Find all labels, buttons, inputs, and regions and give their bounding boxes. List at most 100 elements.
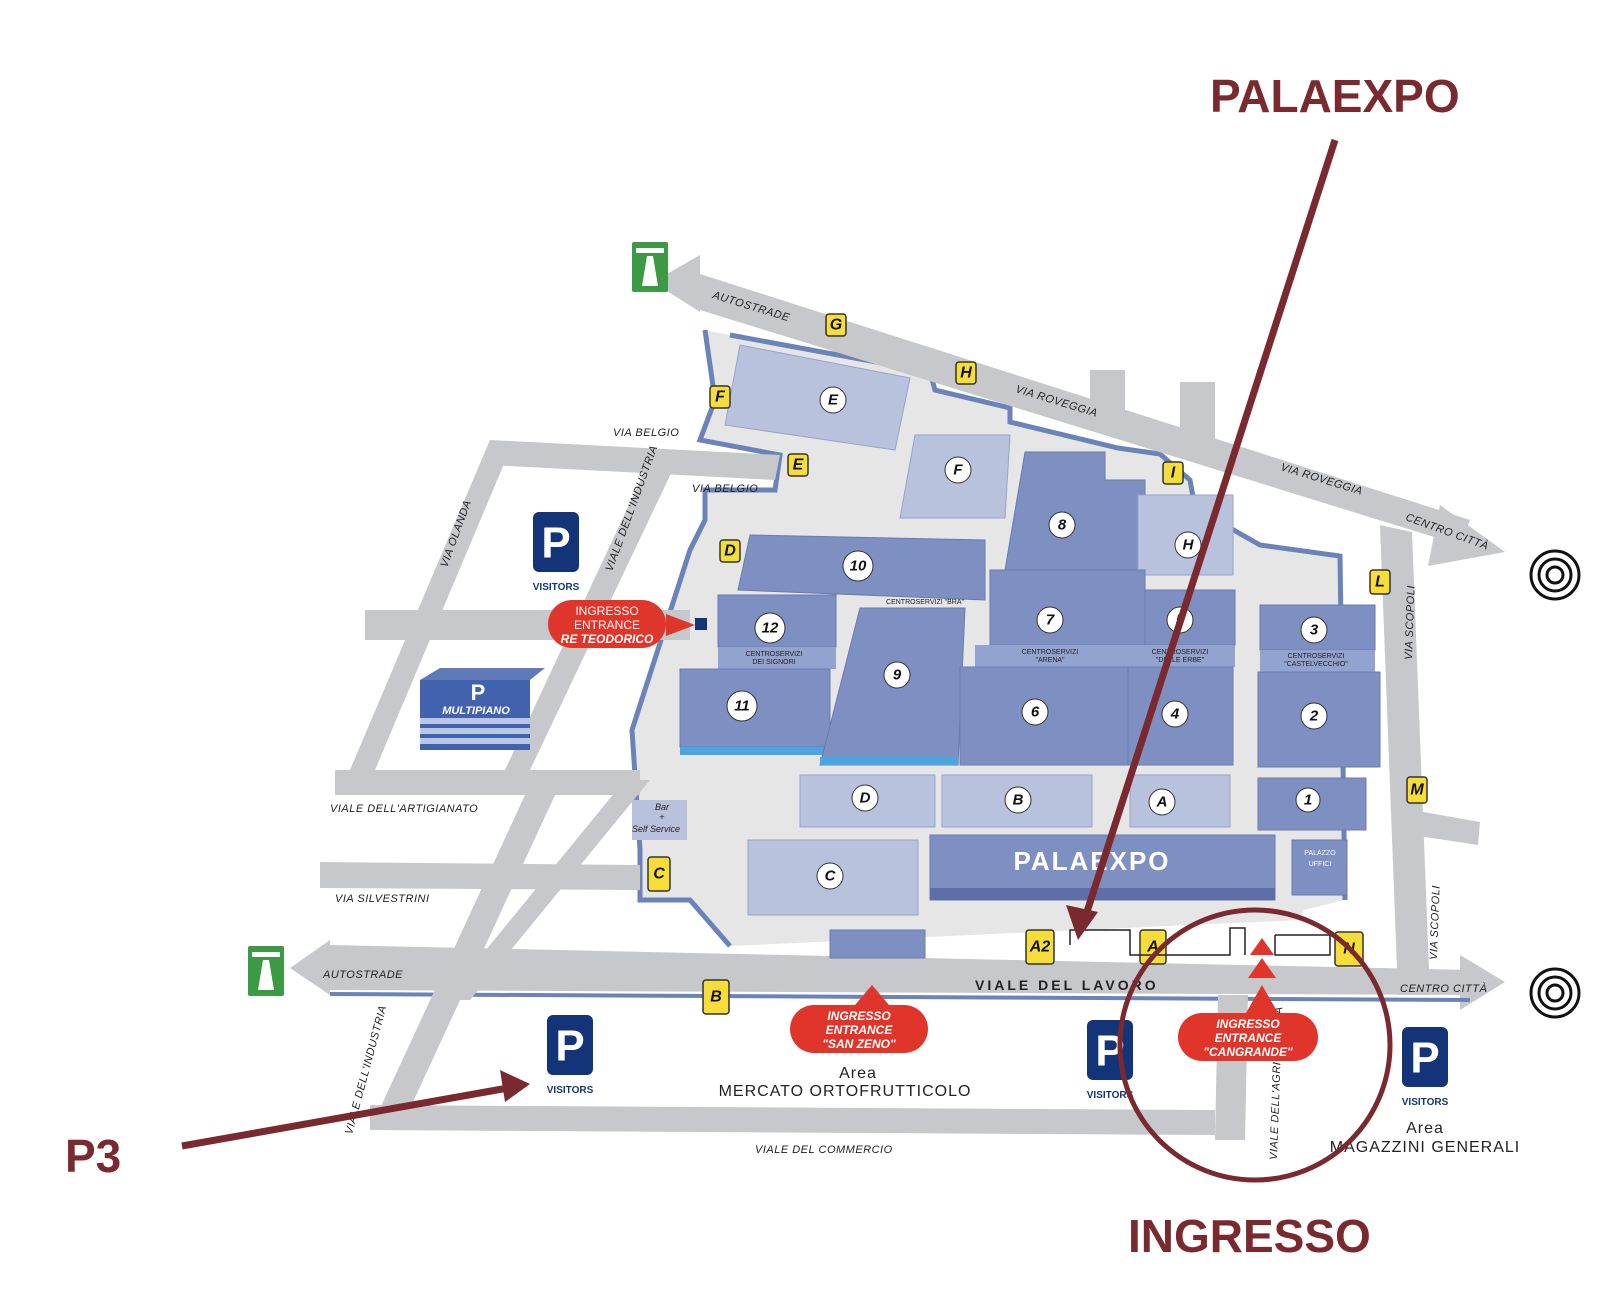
gate-b: B [702,979,730,1015]
hall-a [1129,774,1231,828]
road-autostrade-top-arrow-head [653,255,700,312]
street-viale-commercio: VIALE DEL COMMERCIO [755,1144,893,1156]
gate-f: F [709,385,731,409]
gate-h: H [955,361,977,385]
svg-text:"CANGRANDE": "CANGRANDE" [1203,1045,1293,1059]
gate-a2: A2 [1025,929,1055,965]
hall-label-b: B [1013,792,1024,809]
parking-multipiano: P MULTIPIANO [420,668,545,750]
city-center-icon-bottom [1529,967,1581,1019]
svg-text:VISITORS: VISITORS [1402,1097,1449,1108]
hall-11-stripe [680,747,830,755]
gate-c: C [647,856,671,892]
road-viale-industria-mid [445,780,650,1000]
hall-label-12: 12 [762,620,779,637]
svg-text:F: F [715,389,726,406]
hall-label-6: 6 [1031,704,1040,721]
svg-text:P: P [541,519,570,568]
hall-label-7: 7 [1046,612,1055,629]
hall-label-f: F [953,462,963,479]
hall-label-e: E [828,392,839,409]
hall-label-d: D [860,790,871,807]
hall-12-service [718,647,836,669]
centroservizi-erbe-2: "DELLE ERBE" [1156,657,1205,664]
hall-6 [959,666,1141,766]
palazzo-uffici-label-2: UFFICI [1309,861,1332,868]
annotation-p3: P3 [65,1130,121,1182]
svg-text:VISITORS: VISITORS [1087,1090,1134,1101]
parking-visitors-west: P VISITORS [533,512,580,593]
hall-label-h: H [1183,537,1195,554]
svg-text:VISITORS: VISITORS [547,1085,594,1096]
area-magazzini-2: MAGAZZINI GENERALI [1330,1139,1520,1156]
street-viale-artigianato: VIALE DELL'ARTIGIANATO [330,803,478,815]
centroservizi-castelvecchio-2: "CASTELVECCHIO" [1284,661,1348,668]
annotation-p3-arrow-line [181,1084,509,1150]
hall-label-a: A [1156,794,1168,811]
entrance-cangrande: INGRESSO ENTRANCE "CANGRANDE" [1178,938,1318,1061]
svg-text:P: P [1410,1034,1439,1083]
annotation-palaexpo: PALAEXPO [1210,70,1460,122]
svg-text:INGRESSO: INGRESSO [575,604,638,618]
svg-text:I: I [1171,465,1176,482]
svg-text:G: G [830,317,842,334]
road-via-belgio [490,440,780,480]
street-via-scopoli-1: VIA SCOPOLI [1403,585,1418,660]
annotation-palaexpo-arrow-head [1066,905,1098,940]
centroservizi-arena-2: "ARENA" [1035,657,1065,664]
street-via-silvestrini: VIA SILVESTRINI [335,893,430,905]
street-via-scopoli-2: VIA SCOPOLI [1428,885,1443,960]
road-viale-lavoro-edge [329,992,1471,1002]
street-via-belgio-1: VIA BELGIO [613,427,679,439]
road-autostrade-bottom-arrow-head [290,940,330,995]
road-north-stub-2 [1180,382,1215,442]
palazzo-uffici [1291,839,1348,896]
city-center-icon-top [1529,549,1581,601]
palaexpo-building-base [930,888,1275,900]
hall-label-4: 4 [1170,706,1180,723]
svg-text:L: L [1375,574,1385,591]
svg-text:M: M [1410,782,1424,799]
annotation-palaexpo-arrow-line [1081,138,1339,920]
svg-text:VISITORS: VISITORS [533,582,580,593]
bar-label-3: Self Service [632,824,680,834]
palaexpo-building-label: PALAEXPO [1013,846,1170,876]
area-magazzini-1: Area [1406,1120,1444,1137]
street-centro-citta-bottom: CENTRO CITTÀ [1400,982,1487,995]
hall-label-10: 10 [850,558,867,575]
svg-text:C: C [653,866,665,883]
road-via-silvestrini [320,862,640,890]
svg-text:D: D [724,543,736,560]
bar-label-1: Bar [655,802,670,812]
hall-label-1: 1 [1304,792,1312,809]
hall-label-8: 8 [1058,517,1067,534]
hall-label-9: 9 [893,667,902,684]
gate-e: E [787,453,809,477]
bar-label-2: + [659,812,664,822]
svg-text:ENTRANCE: ENTRANCE [574,618,640,632]
road-via-scopoli [1380,525,1430,995]
gate-m: M [1406,776,1428,804]
hall-2 [1257,671,1381,768]
hall-label-c: C [825,868,837,885]
svg-text:ENTRANCE: ENTRANCE [826,1023,894,1037]
bar-self-service [632,800,687,840]
gate-d: D [719,539,741,563]
road-via-olanda [350,440,512,770]
svg-text:RE TEODORICO: RE TEODORICO [561,632,654,646]
svg-text:MULTIPIANO: MULTIPIANO [442,705,510,717]
svg-text:B: B [710,989,722,1006]
palazzo-uffici-label-1: PALAZZO [1304,850,1336,857]
area-mercato-2: MERCATO ORTOFRUTTICOLO [719,1083,972,1100]
road-north-stub-1 [1090,370,1125,430]
motorway-icon-bottom [248,946,284,996]
svg-text:INGRESSO: INGRESSO [1216,1017,1280,1031]
gate-l: L [1369,569,1391,595]
south-access-lines-2 [1274,934,1331,956]
hall-labels: E F 8 H 10 12 11 9 7 6 5 4 3 2 1 A B D C [726,386,1328,890]
street-viale-lavoro: VIALE DEL LAVORO [975,977,1159,993]
entrance-re-teodorico: INGRESSO ENTRANCE RE TEODORICO [548,600,707,648]
road-east-branch [1412,810,1480,845]
svg-text:P: P [471,680,486,705]
